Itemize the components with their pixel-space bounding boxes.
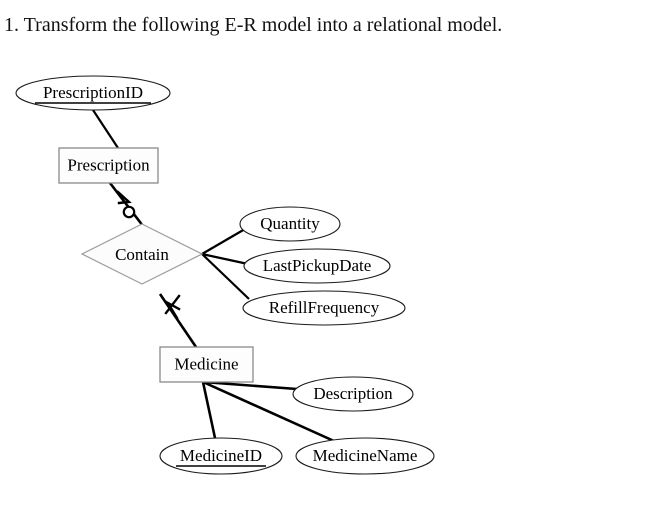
attribute-label: RefillFrequency (269, 298, 380, 317)
arrow-marker-medicine-side (164, 299, 181, 320)
one-tick-marker (164, 294, 181, 315)
connector-lines (92, 109, 335, 443)
attribute-prescription-id[interactable]: PrescriptionID (15, 75, 171, 111)
connector-medicine-to-medicinename (202, 380, 335, 443)
attribute-quantity[interactable]: Quantity (239, 206, 341, 242)
attribute-label: MedicineName (313, 446, 418, 465)
relationship-label: Contain (115, 245, 169, 264)
attribute-label: MedicineID (180, 446, 262, 465)
connector-prescription-to-contain (108, 182, 145, 227)
attribute-description[interactable]: Description (292, 376, 414, 412)
attribute-medicine-name[interactable]: MedicineName (295, 437, 435, 475)
connector-medicine-to-contain (158, 293, 198, 348)
connector-prescriptionid-to-prescription (92, 109, 119, 149)
entity-label: Medicine (174, 354, 238, 373)
ellipse-outline (15, 75, 171, 111)
arrow-marker-prescription-side (116, 190, 132, 205)
connector-contain-to-quantity (201, 228, 246, 255)
question-prompt: 1. Transform the following E-R model int… (4, 14, 503, 36)
attribute-label: PrescriptionID (43, 83, 143, 102)
ellipse-outline (159, 437, 283, 475)
connector-contain-to-refillfrequency (201, 253, 250, 300)
zero-circle-marker (122, 205, 136, 219)
ellipse-outline (292, 376, 414, 412)
entity-medicine[interactable]: Medicine (159, 346, 254, 383)
attribute-medicine-id[interactable]: MedicineID (159, 437, 283, 475)
connector-medicine-to-medicineid (201, 381, 217, 439)
attribute-label: Quantity (260, 214, 320, 233)
entity-prescription[interactable]: Prescription (58, 147, 159, 184)
entity-box (159, 346, 254, 383)
attribute-label: LastPickupDate (263, 256, 372, 275)
attribute-shapes: PrescriptionID Quantity LastPickupDate R… (15, 75, 435, 475)
attribute-refill-frequency[interactable]: RefillFrequency (242, 290, 406, 326)
attribute-last-pickup-date[interactable]: LastPickupDate (243, 248, 391, 284)
entity-box (58, 147, 159, 184)
connector-medicine-to-description (202, 380, 298, 391)
relationship-contain[interactable]: Contain (80, 223, 204, 285)
entity-label: Prescription (67, 155, 150, 174)
attribute-label: Description (313, 384, 393, 403)
ellipse-outline (242, 290, 406, 326)
ellipse-outline (295, 437, 435, 475)
diamond-outline (80, 223, 204, 285)
ellipse-outline (243, 248, 391, 284)
cardinality-markers (116, 190, 181, 320)
ellipse-outline (239, 206, 341, 242)
connector-contain-to-lastpickupdate (201, 252, 249, 266)
